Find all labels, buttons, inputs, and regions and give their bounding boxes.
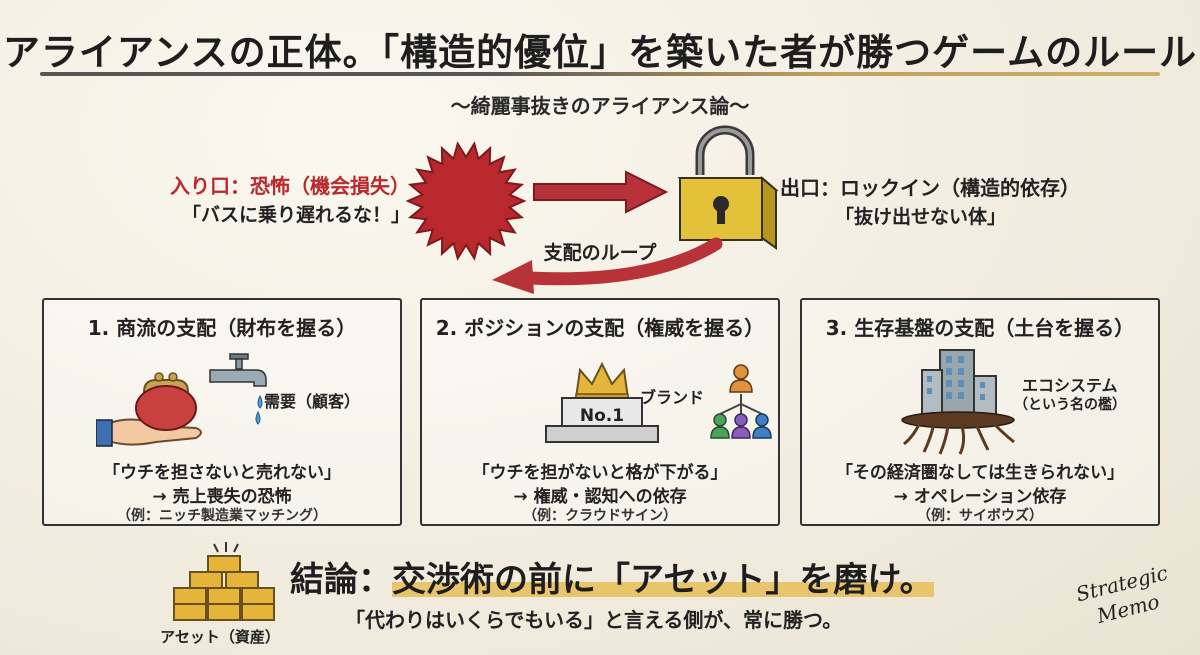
card-example: （例：ニッチ製造業マッチング） xyxy=(117,508,327,524)
card-example: （例：サイボウズ） xyxy=(917,508,1043,524)
card-example: （例：クラウドサイン） xyxy=(523,508,677,524)
conclusion-subtext: 「代わりはいくらでもいる」と言える側が、常に勝つ。 xyxy=(345,608,843,632)
card-consequence: → オペレーション依存 xyxy=(893,487,1067,507)
fear-starburst-icon xyxy=(405,141,527,261)
title-underline xyxy=(40,72,1160,76)
card-foundation: 3. 生存基盤の支配（土台を握る） エコシステム （という名の檻） 「その経済圏… xyxy=(800,298,1160,526)
people-icon xyxy=(710,364,772,439)
entry-title: 入り口：恐怖（機会損失） xyxy=(170,174,410,198)
entry-quote: 「バスに乗り遅れるな！」 xyxy=(181,204,410,226)
card-label: 需要（顧客） xyxy=(264,392,361,411)
card-consequence: → 売上喪失の恐怖 xyxy=(152,487,292,507)
hand-wallet-icon xyxy=(96,372,202,447)
card-label: ブランド xyxy=(640,388,705,407)
card-label: エコシステム xyxy=(1022,376,1118,395)
conclusion-highlight: 交渉術の前に「アセット」を磨け。 xyxy=(392,560,934,600)
padlock-cube-icon xyxy=(677,125,779,250)
signature: Strategic Memo xyxy=(1065,557,1184,634)
card-commerce: 1. 商流の支配（財布を握る） 需要（顧客） 「ウチを担さないと売れない」 → … xyxy=(42,298,402,526)
card-title: 1. 商流の支配（財布を握る） xyxy=(87,316,357,340)
card-consequence: → 権威・認知への依存 xyxy=(513,487,687,507)
exit-quote: 「抜け出せない体」 xyxy=(835,206,1007,228)
card-position: 2. ポジションの支配（権威を握る） No.1 ブランド 「ウチを担がないと格が… xyxy=(420,298,780,526)
no1-badge: No.1 xyxy=(579,406,625,426)
exit-title: 出口：ロックイン（構造的依存） xyxy=(780,176,1080,200)
card-quote: 「その経済圏なしては生きられない」 xyxy=(835,463,1125,483)
building-roots-icon xyxy=(901,349,1015,455)
card-quote: 「ウチを担さないと売れない」 xyxy=(103,463,341,483)
page-subtitle: 〜綺麗事抜きのアライアンス論〜 xyxy=(450,94,750,118)
loop-label: 支配のループ xyxy=(543,242,657,264)
asset-label: アセット（資産） xyxy=(160,628,280,646)
right-arrow-icon xyxy=(533,170,669,214)
card-quote: 「ウチを担がないと格が下がる」 xyxy=(472,463,728,483)
loop-arrow-icon xyxy=(492,237,723,294)
card-title: 3. 生存基盤の支配（土台を握る） xyxy=(825,316,1135,340)
gold-bars-icon xyxy=(173,542,275,621)
podium-icon xyxy=(545,397,659,443)
faucet-icon xyxy=(209,353,267,425)
conclusion-lead: 結論： xyxy=(290,560,392,600)
page-title: アライアンスの正体。「構造的優位」を築いた者が勝つゲームのルール xyxy=(2,31,1198,74)
card-label-sub: （という名の檻） xyxy=(1014,397,1126,413)
conclusion-heading: 結論：交渉術の前に「アセット」を磨け。 xyxy=(290,552,934,601)
card-title: 2. ポジションの支配（権威を握る） xyxy=(435,316,765,340)
